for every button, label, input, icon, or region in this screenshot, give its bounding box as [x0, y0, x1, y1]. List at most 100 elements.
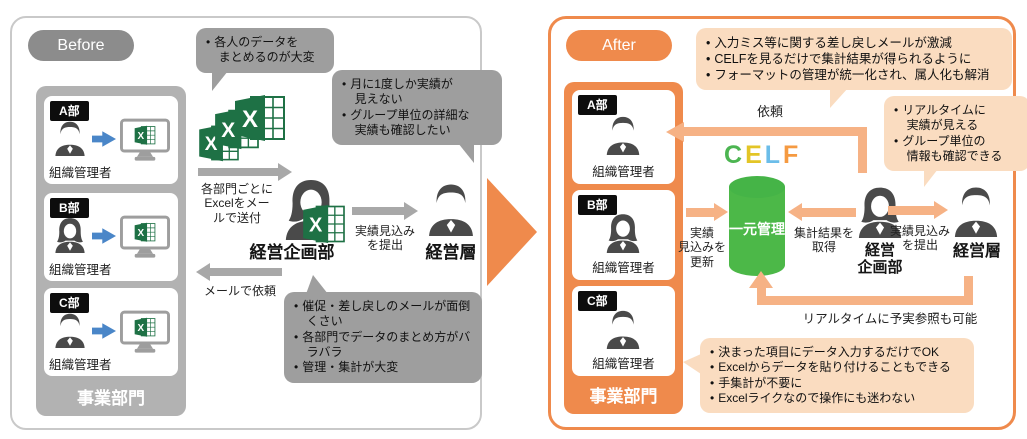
excel-monitor-icon — [120, 310, 170, 354]
bullet-item: Excelからデータを貼り付けることもできる — [710, 360, 964, 375]
bullet-item: 決まった項目にデータ入力するだけでOK — [710, 345, 964, 360]
fetch-results-label: 集計結果を 取得 — [793, 226, 854, 255]
request-arrow — [684, 127, 867, 136]
realtime-loop-arrow — [757, 296, 973, 305]
to-excel-arrow-icon — [92, 322, 116, 340]
bubble-collect-data: 各人のデータを まとめるのが大変 — [196, 28, 334, 91]
org-manager-person-icon — [52, 310, 88, 350]
update-forecast-label: 実績 見込みを 更新 — [677, 226, 726, 269]
org-manager-label: 組織管理者 — [49, 263, 112, 277]
org-manager-person-icon — [603, 112, 643, 158]
department-tag: C部 — [578, 291, 617, 311]
org-manager-label: 組織管理者 — [592, 357, 655, 371]
excel-monitor-icon — [120, 215, 170, 259]
planning-dept-label: 経営 企画部 — [857, 242, 903, 277]
central-management-label: 一元管理 — [729, 221, 785, 237]
department-card-b: B部 組織管理者 — [572, 190, 675, 280]
submit-forecast-arrow — [888, 200, 948, 220]
bubble-list: 催促・差し戻しのメールが面倒くさい各部門でデータのまとめ方がバラバラ管理・集計が… — [294, 299, 472, 376]
bubble-tail — [830, 88, 848, 108]
bullet-item: 手集計が不要に — [710, 376, 964, 391]
department-tag: C部 — [50, 293, 89, 313]
bullet-item: 各部門でデータのまとめ方がバラバラ — [294, 330, 472, 361]
send-excel-label: 各部門ごとに Excelをメー ルで送付 — [200, 182, 273, 225]
realtime-loop-arrow — [964, 276, 973, 305]
to-excel-arrow-icon — [92, 227, 116, 245]
management-label: 経営層 — [952, 243, 1001, 260]
bubble-management-issues: 月に1度しか実績が 見えないグループ単位の詳細な 実績も確認したい — [332, 70, 502, 164]
logo-letter: E — [745, 141, 765, 169]
realtime-reference-label: リアルタイムに予実参照も可能 — [802, 312, 978, 326]
bubble-list: 決まった項目にデータ入力するだけでOKExcelからデータを貼り付けることもでき… — [710, 345, 964, 406]
logo-letter: F — [783, 141, 802, 169]
department-card-c: C部 組織管理者 — [572, 286, 675, 376]
planning-dept-label: 経営企画部 — [249, 243, 335, 262]
request-arrow — [858, 127, 867, 173]
bullet-item: CELFを見るだけで集計結果が得られるように — [706, 51, 1002, 67]
bubble-tail — [212, 70, 228, 91]
after-title-pill: After — [566, 30, 672, 61]
celf-logo: CELF — [724, 141, 798, 169]
bubble-list: 入力ミス等に関する差し戻しメールが激減CELFを見るだけで集計結果が得られるよう… — [706, 35, 1002, 83]
bubble-benefits-entry: 決まった項目にデータ入力するだけでOKExcelからデータを貼り付けることもでき… — [683, 338, 974, 414]
bullet-item: リアルタイムに 実績が見える — [894, 103, 1020, 134]
bubble-benefits-management: リアルタイムに 実績が見えるグループ単位の 情報も確認できる — [884, 96, 1027, 188]
business-division-label: 事業部門 — [589, 387, 658, 406]
business-division-label: 事業部門 — [77, 389, 145, 408]
bullet-item: 入力ミス等に関する差し戻しメールが激減 — [706, 35, 1002, 51]
realtime-loop-arrow-head — [749, 271, 773, 288]
before-to-after-arrow — [487, 178, 537, 286]
bullet-item: グループ単位の 情報も確認できる — [894, 134, 1020, 165]
realtime-loop-arrow — [757, 288, 766, 305]
department-tag: A部 — [578, 95, 617, 115]
fetch-results-arrow — [788, 202, 856, 222]
logo-letter: C — [724, 141, 746, 169]
request-mail-arrow — [196, 263, 282, 281]
logo-letter: L — [764, 141, 784, 169]
bubble-benefits-top: 入力ミス等に関する差し戻しメールが激減CELFを見るだけで集計結果が得られるよう… — [696, 28, 1012, 108]
management-person-icon — [950, 180, 1002, 242]
bubble-list: 各人のデータを まとめるのが大変 — [206, 35, 324, 66]
submit-forecast-arrow — [352, 202, 418, 220]
bullet-item: フォーマットの管理が統一化され、属人化も解消 — [706, 67, 1002, 83]
bullet-item: 管理・集計が大変 — [294, 360, 472, 375]
excel-file-icon — [302, 204, 346, 244]
bullet-item: 催促・差し戻しのメールが面倒くさい — [294, 299, 472, 330]
org-manager-label: 組織管理者 — [592, 165, 655, 179]
org-manager-person-icon — [52, 118, 88, 158]
submit-forecast-label: 実績見込み を提出 — [354, 224, 415, 253]
org-manager-label: 組織管理者 — [49, 166, 112, 180]
department-card-b: B部 組織管理者 — [44, 193, 178, 281]
submit-forecast-label: 実績見込み を提出 — [889, 224, 950, 253]
send-excel-arrow — [198, 163, 292, 181]
bubble-list: リアルタイムに 実績が見えるグループ単位の 情報も確認できる — [894, 103, 1020, 164]
request-mail-label: メールで依頼 — [203, 284, 276, 298]
request-label: 依頼 — [756, 104, 783, 119]
bullet-item: 月に1度しか実績が 見えない — [342, 77, 492, 108]
department-card-a: A部 組織管理者 — [44, 96, 178, 184]
bubble-list: 月に1度しか実績が 見えないグループ単位の詳細な 実績も確認したい — [342, 77, 492, 138]
bubble-tail — [458, 143, 474, 164]
bubble-tail — [924, 169, 938, 188]
bullet-item: グループ単位の詳細な 実績も確認したい — [342, 108, 492, 139]
org-manager-label: 組織管理者 — [592, 261, 655, 275]
to-excel-arrow-icon — [92, 130, 116, 148]
org-manager-person-icon — [52, 215, 88, 255]
bullet-item: Excelライクなので操作にも迷わない — [710, 391, 964, 406]
org-manager-label: 組織管理者 — [49, 358, 112, 372]
bullet-item: 各人のデータを まとめるのが大変 — [206, 35, 324, 66]
bubble-tail — [306, 275, 328, 294]
update-forecast-arrow — [686, 202, 728, 222]
management-person-icon — [424, 177, 478, 241]
org-manager-person-icon — [603, 210, 643, 256]
before-title-pill: Before — [28, 30, 134, 61]
bubble-tail — [683, 354, 701, 374]
excel-monitor-icon — [120, 118, 170, 162]
org-manager-person-icon — [603, 306, 643, 352]
department-tag: B部 — [578, 195, 617, 215]
bubble-planning-issues: 催促・差し戻しのメールが面倒くさい各部門でデータのまとめ方がバラバラ管理・集計が… — [284, 275, 482, 383]
management-label: 経営層 — [425, 243, 477, 262]
department-card-a: A部 組織管理者 — [572, 90, 675, 184]
department-card-c: C部 組織管理者 — [44, 288, 178, 376]
